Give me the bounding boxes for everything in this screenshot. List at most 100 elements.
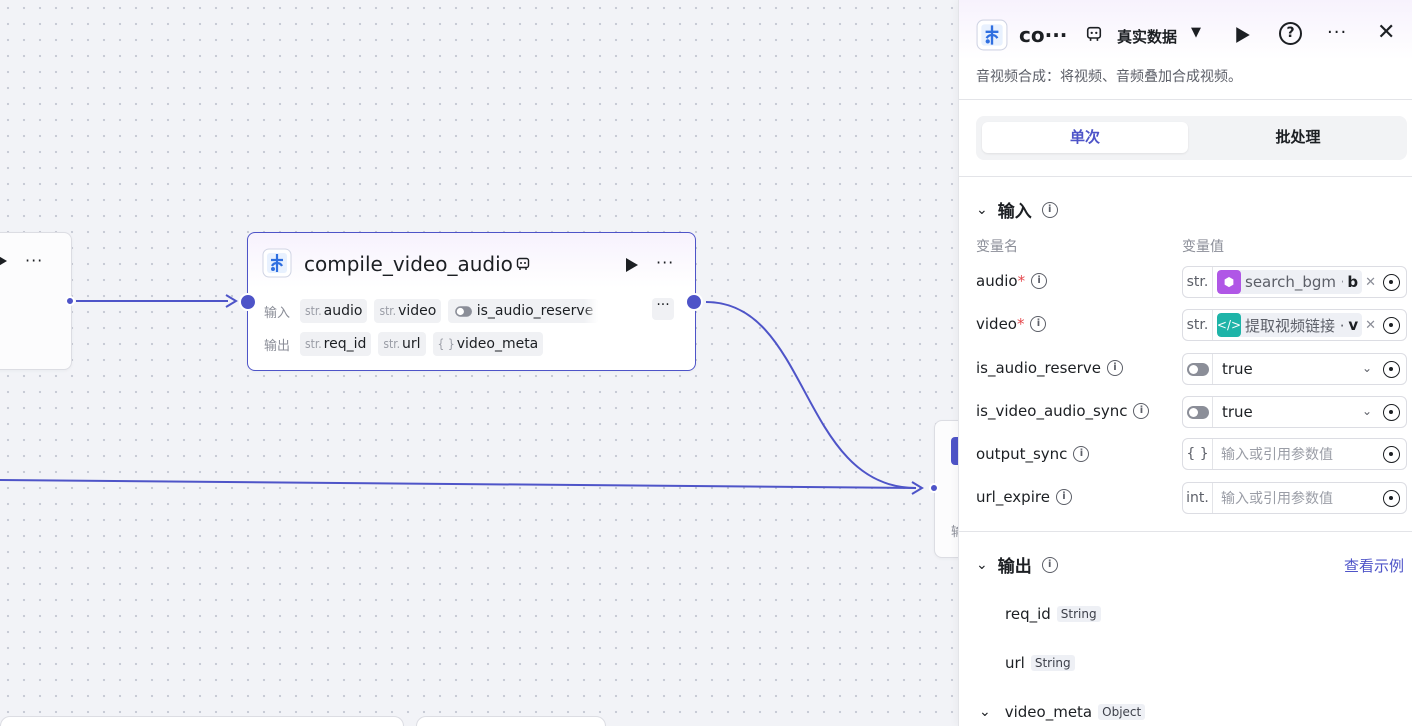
input-tag-is-audio-reserve: is_audio_reserve: [448, 299, 599, 323]
panel-title: co···: [1019, 23, 1068, 47]
chevron-down-icon[interactable]: ⌄: [1361, 361, 1372, 375]
plugin-icon: [976, 19, 1008, 51]
type-label: { }: [1183, 439, 1213, 469]
param-name-video: video* i: [976, 315, 1047, 333]
node-next-input-port[interactable]: [929, 483, 939, 493]
caret-down-icon[interactable]: ▼: [1191, 25, 1201, 40]
more-icon[interactable]: ···: [656, 253, 675, 272]
chevron-down-icon[interactable]: ⌄: [1361, 404, 1372, 418]
reference-picker-icon[interactable]: [1376, 445, 1406, 463]
param-value-video[interactable]: str. </> 提取视频链接 · v ✕: [1182, 309, 1407, 341]
reference-picker-icon[interactable]: [1376, 403, 1406, 421]
bottom-toolbar-left: [0, 716, 404, 726]
col-header-name: 变量名: [976, 239, 1018, 255]
panel-description: 音视频合成：将视频、音频叠加合成视频。: [976, 69, 1242, 85]
output-item-req-id: req_id String: [1005, 605, 1101, 623]
info-icon[interactable]: i: [1106, 360, 1123, 376]
chevron-down-icon[interactable]: ⌄: [979, 704, 991, 720]
run-mode-tabs: 单次 批处理: [976, 116, 1407, 160]
type-label: str.: [1183, 267, 1213, 297]
type-label: int.: [1183, 483, 1213, 513]
reference-picker-icon[interactable]: [1376, 316, 1406, 334]
param-value-url-expire[interactable]: int. 输入或引用参数值: [1182, 482, 1407, 514]
run-icon[interactable]: [0, 253, 8, 269]
node-settings-panel: co··· 真实数据 ▼ ? ··· ✕ 音视频合成：将视频、音频叠加合成视频。…: [958, 0, 1412, 726]
output-tag-video-meta: { }video_meta: [432, 332, 544, 356]
remove-icon[interactable]: ✕: [1365, 274, 1376, 290]
more-icon[interactable]: ···: [1327, 22, 1348, 43]
param-value-is-video-audio-sync[interactable]: true ⌄: [1182, 396, 1407, 428]
variable-reference-chip[interactable]: </> 提取视频链接 · v: [1217, 313, 1363, 337]
param-value-audio[interactable]: str. ⬢ search_bgm · b ✕: [1182, 266, 1407, 298]
toggle-type-icon: [1183, 354, 1213, 384]
output-item-url: url String: [1005, 654, 1075, 672]
node-outputs-row: 输出 str.req_id str.url { }video_meta: [264, 332, 544, 356]
inputs-section-title: 输入: [997, 202, 1032, 222]
info-icon[interactable]: i: [1030, 316, 1047, 332]
param-name-url-expire: url_expire i: [976, 488, 1072, 506]
help-icon[interactable]: ?: [1279, 22, 1302, 45]
type-badge: String: [1056, 606, 1101, 622]
outputs-section-header[interactable]: ⌄ 输出 i: [976, 552, 1058, 577]
node-inputs-row: 输入 str.audio str.video is_audio_reserve: [264, 299, 599, 323]
code-icon: </>: [1217, 313, 1241, 337]
placeholder-text[interactable]: 输入或引用参数值: [1221, 447, 1333, 463]
input-tag-audio: str.audio: [300, 299, 368, 323]
model-icon: [516, 257, 530, 270]
placeholder-text[interactable]: 输入或引用参数值: [1221, 491, 1333, 507]
more-inputs-button[interactable]: ···: [652, 298, 674, 320]
outputs-label: 输出: [264, 338, 291, 354]
view-example-link[interactable]: 查看示例: [1344, 557, 1405, 575]
node-main-input-port[interactable]: [239, 293, 257, 311]
info-icon[interactable]: i: [1041, 201, 1058, 218]
info-icon[interactable]: i: [1041, 556, 1058, 573]
workflow-canvas[interactable]: ··· compile_video_audio ··· 输入 str.audio…: [0, 0, 974, 726]
data-mode-select[interactable]: 真实数据: [1117, 28, 1178, 46]
info-icon[interactable]: i: [1133, 403, 1150, 419]
toggle-type-icon: [1183, 397, 1213, 427]
run-icon[interactable]: [625, 257, 639, 273]
param-value-is-audio-reserve[interactable]: true ⌄: [1182, 353, 1407, 385]
param-value-output-sync[interactable]: { } 输入或引用参数值: [1182, 438, 1407, 470]
node-previous-output-port[interactable]: [65, 296, 75, 306]
outputs-section-title: 输出: [997, 557, 1032, 577]
info-icon[interactable]: i: [1073, 446, 1090, 462]
type-badge: Object: [1098, 704, 1146, 720]
output-tag-req-id: str.req_id: [300, 332, 372, 356]
chevron-down-icon[interactable]: ⌄: [976, 201, 988, 218]
output-item-video-meta[interactable]: ⌄ video_meta Object: [979, 703, 1146, 721]
node-previous[interactable]: ···: [0, 232, 72, 370]
param-name-audio: audio* i: [976, 272, 1048, 290]
plugin-icon: [262, 248, 292, 278]
info-icon[interactable]: i: [1031, 273, 1048, 289]
panel-header: co··· 真实数据 ▼ ? ··· ✕ 音视频合成：将视频、音频叠加合成视频。: [959, 0, 1412, 100]
type-label: str.: [1183, 310, 1213, 340]
select-value[interactable]: true: [1222, 403, 1253, 421]
close-icon[interactable]: ✕: [1377, 20, 1396, 45]
remove-icon[interactable]: ✕: [1365, 317, 1376, 333]
node-title: compile_video_audio: [304, 252, 513, 276]
tab-batch[interactable]: 批处理: [1275, 128, 1321, 146]
divider: [959, 531, 1412, 532]
inputs-section-header[interactable]: ⌄ 输入 i: [976, 197, 1058, 222]
node-main-output-port[interactable]: [685, 293, 703, 311]
type-badge: String: [1030, 655, 1075, 671]
info-icon[interactable]: i: [1055, 489, 1072, 505]
edge-left-to-main-arrow: [225, 294, 238, 308]
tab-single[interactable]: 单次: [982, 122, 1188, 153]
select-value[interactable]: true: [1222, 360, 1253, 378]
reference-picker-icon[interactable]: [1376, 489, 1406, 507]
inputs-label: 输入: [264, 305, 291, 321]
reference-picker-icon[interactable]: [1376, 360, 1406, 378]
cube-icon: ⬢: [1217, 270, 1241, 294]
param-name-output-sync: output_sync i: [976, 445, 1090, 463]
node-compile-video-audio[interactable]: compile_video_audio ··· 输入 str.audio str…: [247, 232, 696, 371]
edge-long-to-right: [0, 479, 917, 489]
more-icon[interactable]: ···: [25, 251, 44, 270]
reference-picker-icon[interactable]: [1376, 273, 1406, 291]
bottom-toolbar-right: [416, 716, 606, 726]
edge-right-arrow: [911, 481, 924, 495]
variable-reference-chip[interactable]: ⬢ search_bgm · b: [1217, 270, 1363, 294]
test-run-icon[interactable]: [1235, 26, 1251, 44]
chevron-down-icon[interactable]: ⌄: [976, 556, 988, 573]
